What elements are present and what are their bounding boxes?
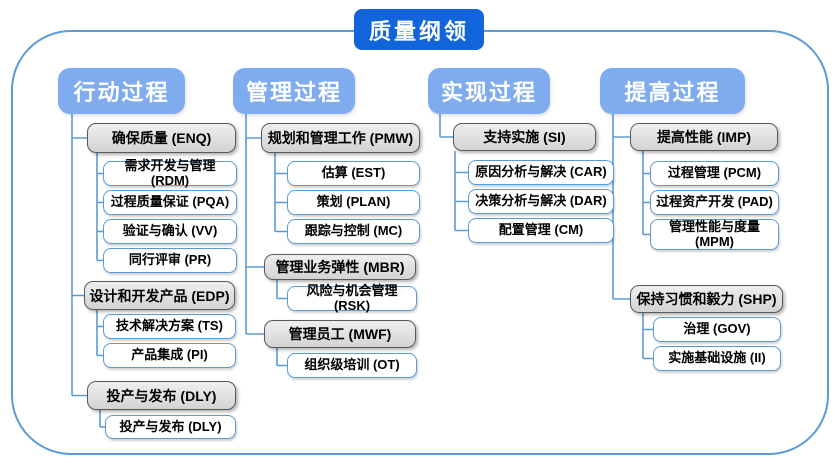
node-dar: 决策分析与解决 (DAR) [468, 189, 614, 214]
column-header-action-process: 行动过程 [58, 68, 185, 114]
node-pmw: 规划和管理工作 (PMW) [261, 123, 420, 153]
connector-dly-children [99, 410, 105, 428]
node-gov: 治理 (GOV) [653, 317, 781, 342]
connector-col3-header [439, 114, 453, 138]
node-pcm: 过程管理 (PCM) [650, 161, 779, 186]
connector-col2-header [245, 114, 264, 335]
connector-mbr-children [276, 280, 287, 300]
connector-mwf-children [276, 348, 287, 367]
connector-enq-children [96, 153, 103, 262]
node-pqa: 过程质量保证 (PQA) [103, 190, 237, 215]
node-ts: 技术解决方案 (TS) [103, 314, 236, 339]
column-header-management-process: 管理过程 [233, 68, 355, 114]
connector-si-children [454, 151, 468, 232]
node-dly-sub: 投产与发布 (DLY) [105, 415, 236, 439]
node-ot: 组织级培训 (OT) [287, 353, 417, 378]
node-cm: 配置管理 (CM) [468, 218, 614, 243]
connector-imp-children [642, 151, 650, 236]
node-shp: 保持习惯和毅力 (SHP) [630, 285, 783, 313]
column-header-improvement-process: 提高过程 [600, 68, 745, 114]
node-rsk: 风险与机会管理 (RSK) [287, 283, 417, 312]
connector-pmw-children [274, 153, 287, 233]
node-pi: 产品集成 (PI) [103, 343, 236, 368]
node-plan: 策划 (PLAN) [287, 190, 420, 215]
node-pr: 同行评审 (PR) [103, 248, 237, 273]
node-mwf: 管理员工 (MWF) [264, 320, 416, 348]
connector-shp-children [642, 313, 653, 360]
node-si: 支持实施 (SI) [453, 123, 596, 151]
diagram-title: 质量纲领 [354, 9, 484, 50]
node-edp: 设计和开发产品 (EDP) [84, 281, 235, 310]
node-rdm: 需求开发与管理 (RDM) [103, 158, 237, 187]
node-enq: 确保质量 (ENQ) [87, 123, 236, 153]
column-header-implementation-process: 实现过程 [428, 68, 550, 114]
node-imp: 提高性能 (IMP) [630, 123, 778, 151]
connector-edp-children [96, 310, 103, 357]
node-mc: 跟踪与控制 (MC) [287, 219, 420, 244]
connector-col1-header [71, 114, 87, 397]
node-pad: 过程资产开发 (PAD) [650, 190, 779, 215]
node-mpm: 管理性能与度量 (MPM) [650, 219, 779, 250]
node-est: 估算 (EST) [287, 161, 420, 186]
node-vv: 验证与确认 (VV) [103, 219, 237, 244]
connector-col4-header [612, 114, 630, 300]
node-mbr: 管理业务弹性 (MBR) [264, 254, 416, 280]
node-car: 原因分析与解决 (CAR) [468, 160, 614, 185]
node-dly: 投产与发布 (DLY) [87, 381, 236, 410]
node-ii: 实施基础设施 (II) [653, 346, 781, 371]
